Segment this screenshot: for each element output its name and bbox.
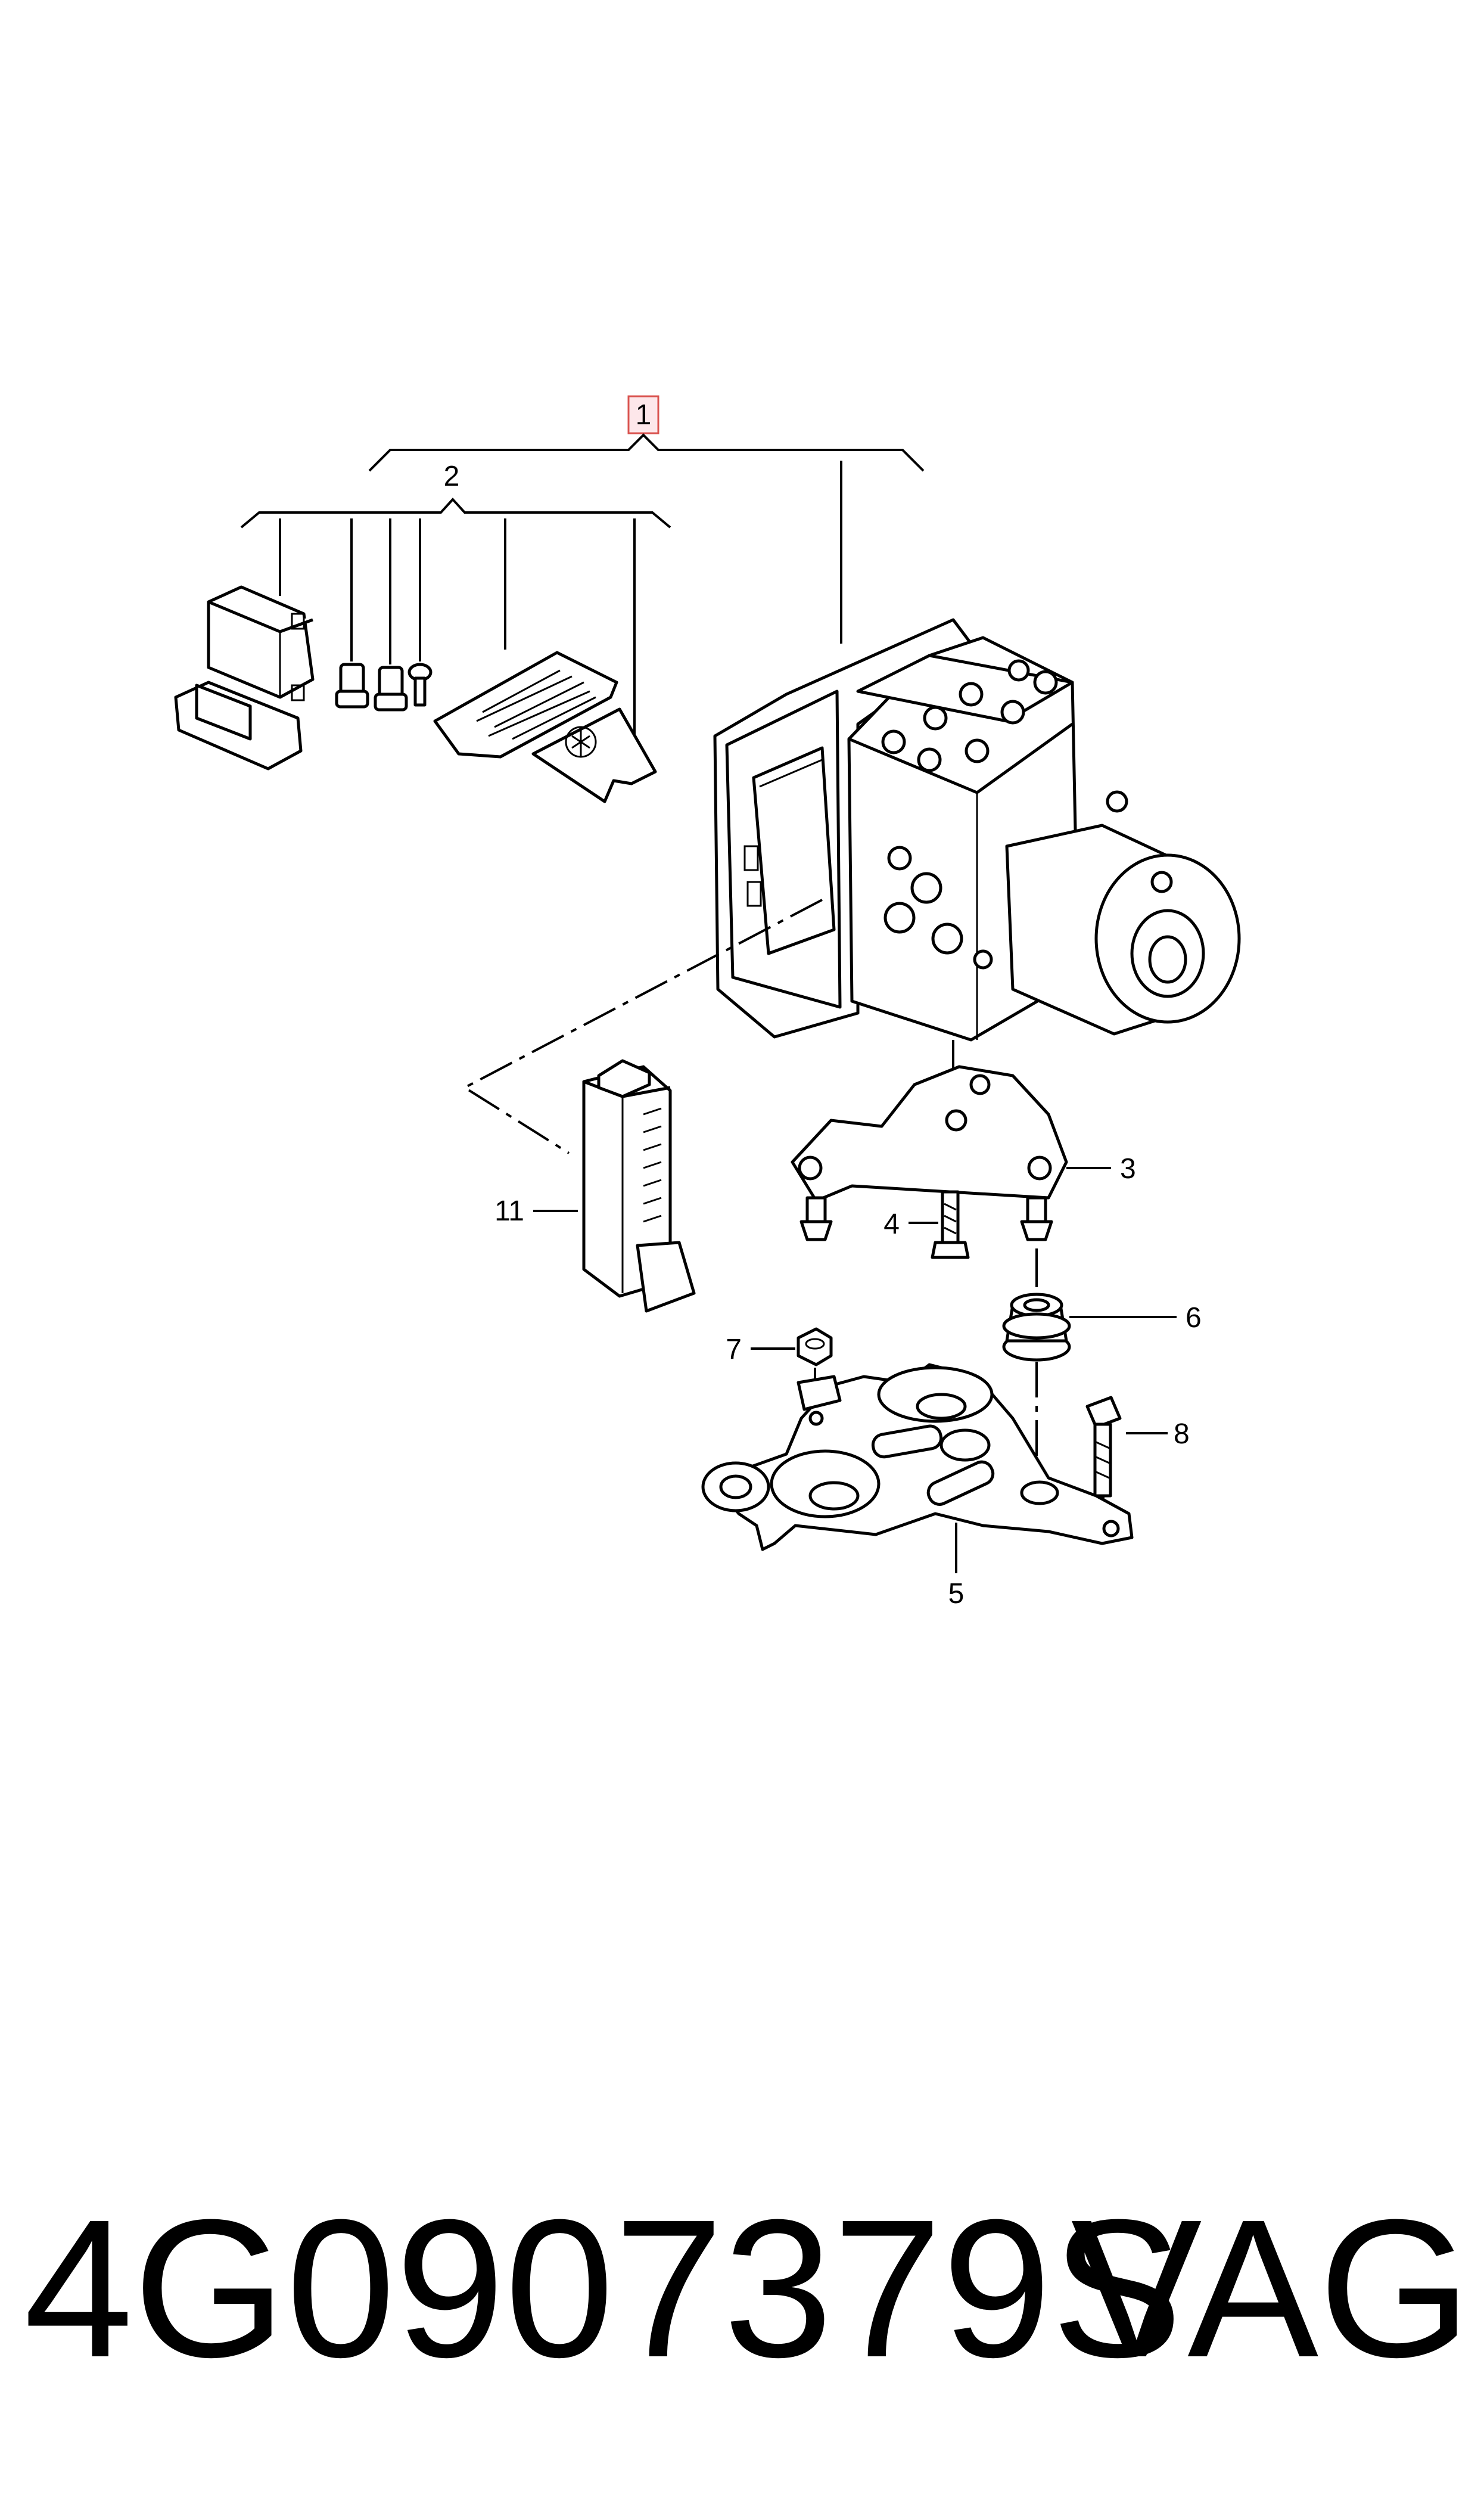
callout-8: 8	[1174, 1418, 1190, 1450]
abs-hydraulic-unit	[713, 618, 1241, 1042]
connector-dashline	[462, 899, 823, 1154]
brace-2	[240, 498, 671, 529]
callout-7: 7	[726, 1334, 742, 1365]
control-module	[174, 585, 315, 771]
wiring-connector	[582, 1059, 696, 1313]
callout-11: 11	[494, 1195, 524, 1227]
bolt-8	[1085, 1396, 1122, 1498]
callout-1[interactable]: 1	[627, 395, 659, 434]
brace-1	[368, 433, 925, 472]
callout-1-label: 1	[636, 399, 652, 431]
sleeve-b	[374, 666, 408, 712]
label-sticker	[531, 707, 657, 803]
callout-2: 2	[444, 461, 460, 492]
base-bracket	[701, 1363, 1134, 1551]
part-number: 4G0907379S	[24, 2178, 1183, 2398]
screw-small	[407, 663, 433, 707]
callout-5: 5	[948, 1578, 965, 1610]
bolt-4	[931, 1190, 970, 1259]
mounting-bracket	[791, 1065, 1068, 1241]
sleeve-a	[335, 663, 369, 709]
callout-6: 6	[1186, 1302, 1202, 1334]
rubber-mount	[1002, 1293, 1071, 1362]
callout-3: 3	[1120, 1153, 1136, 1185]
nut-7	[797, 1327, 833, 1366]
footer: 4G0907379S VAG	[24, 2169, 1471, 2419]
instruction-sheet	[433, 651, 618, 759]
callout-4: 4	[883, 1209, 900, 1240]
brand-name: VAG	[1071, 2178, 1471, 2398]
